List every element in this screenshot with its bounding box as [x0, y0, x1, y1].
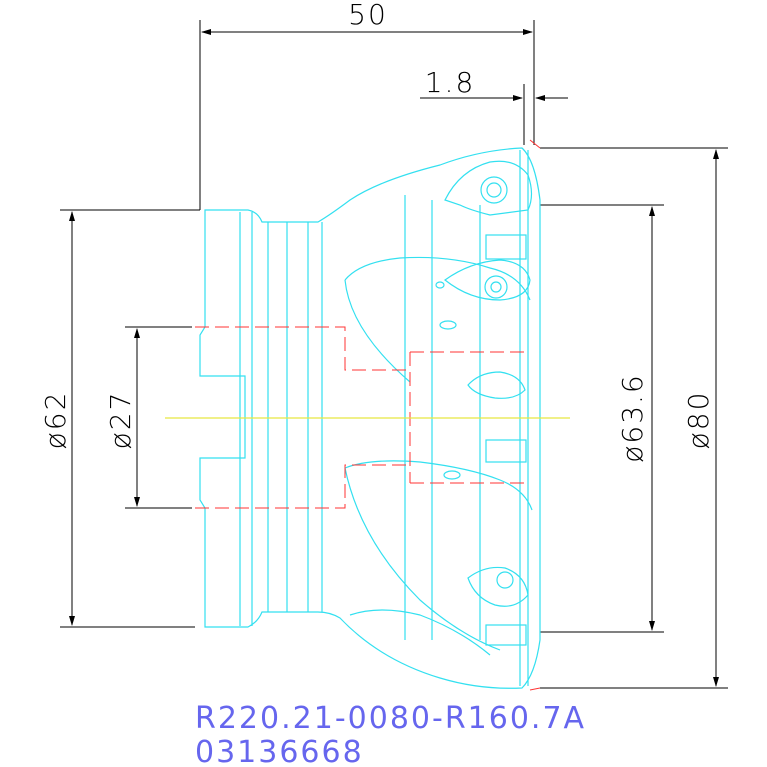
pitch-diameter-label: ø63.6 [616, 373, 649, 462]
shank-diameter-label: ø62 [39, 391, 72, 450]
hidden-bore [195, 139, 541, 691]
dimension-offset: 1.8 [420, 66, 568, 145]
length-label: 50 [348, 0, 388, 31]
offset-label: 1.8 [425, 66, 476, 99]
order-code-label: 03136668 [195, 735, 364, 767]
dimension-shank-diameter: ø62 [39, 209, 200, 628]
dimension-length: 50 [199, 0, 535, 210]
dimension-cutting-diameter: ø80 [540, 147, 728, 689]
part-number-label: R220.21-0080-R160.7A [195, 701, 586, 736]
cutting-diameter-label: ø80 [682, 391, 715, 450]
dimension-bore-diameter: ø27 [104, 326, 192, 509]
bore-diameter-label: ø27 [104, 391, 137, 450]
dimension-pitch-diameter: ø63.6 [540, 204, 664, 633]
